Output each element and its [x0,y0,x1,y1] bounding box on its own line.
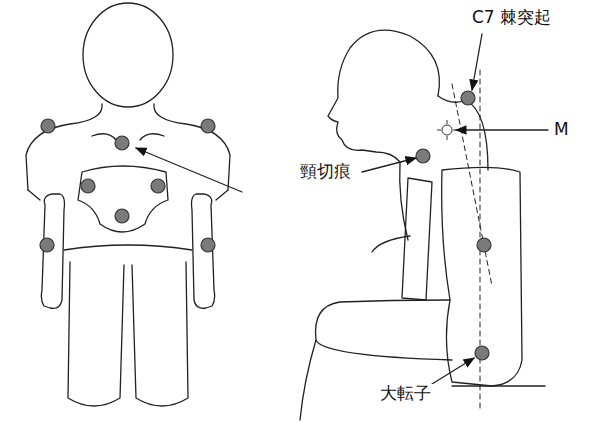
landmark-label: 頸切痕 [298,162,353,181]
landmark-label: 大転子 [378,384,433,403]
landmark-label: C7 棘突起 [470,8,553,27]
point-label: M [552,120,571,139]
